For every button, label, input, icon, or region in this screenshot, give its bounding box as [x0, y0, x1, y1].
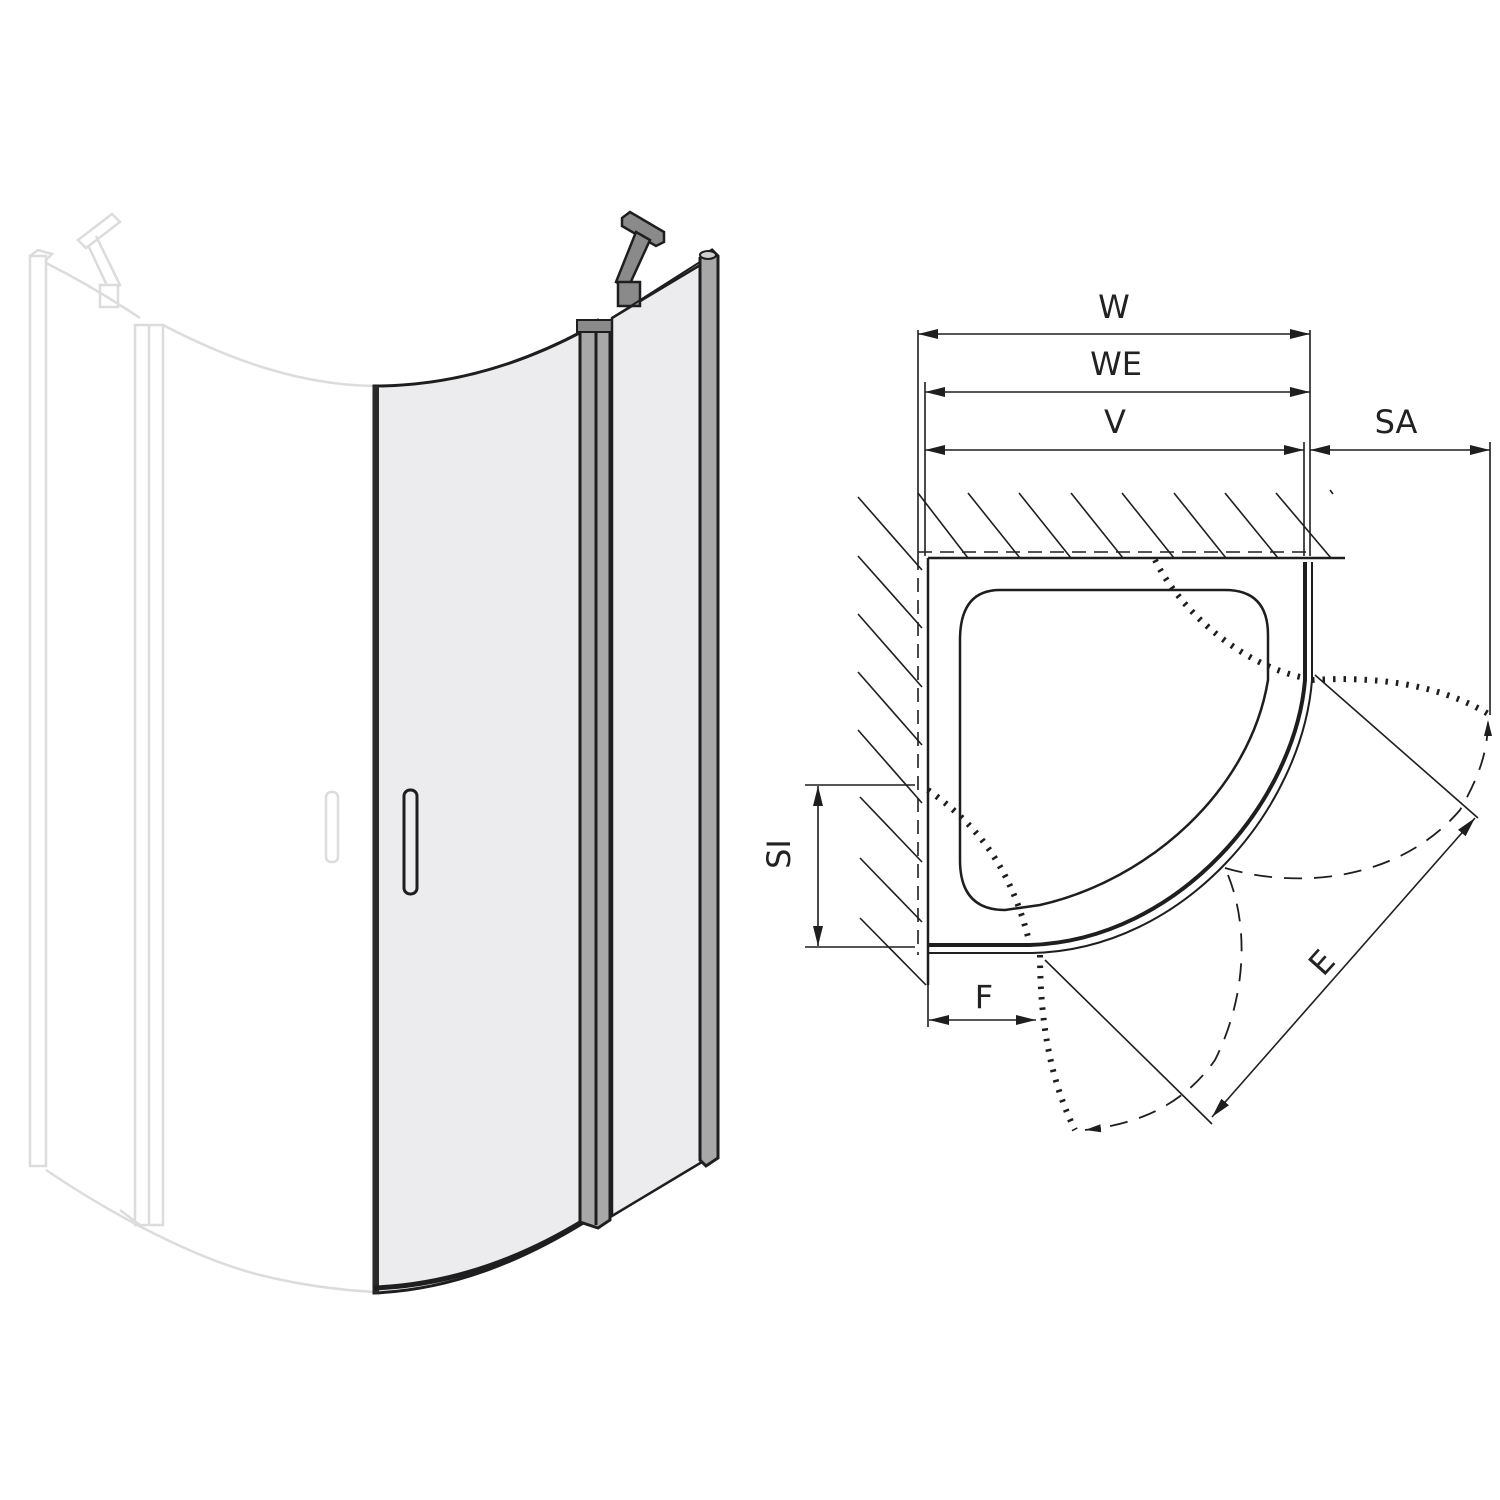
dimension-e: E	[1044, 674, 1479, 1125]
dimension-f: F	[927, 978, 1036, 1027]
isometric-view	[28, 210, 720, 1295]
shower-tray	[928, 562, 1313, 954]
dimension-si: SI	[760, 784, 915, 948]
dimension-sa: SA	[1310, 403, 1490, 455]
wall-hatching-left	[857, 496, 927, 986]
label-sa: SA	[1375, 403, 1418, 441]
label-v: V	[1104, 403, 1126, 441]
middle-profiles	[576, 318, 614, 1230]
label-f: F	[975, 978, 993, 1016]
label-we: WE	[1090, 345, 1142, 383]
door-handle	[402, 788, 419, 896]
door-swing-dashed	[1084, 719, 1492, 1133]
label-w: W	[1098, 288, 1130, 326]
door-swing-dotted	[926, 558, 1492, 1132]
dimension-w: W	[918, 288, 1310, 339]
label-e: E	[1301, 942, 1343, 982]
wall-hatching-top	[917, 489, 1334, 559]
dimension-v: V	[925, 403, 1304, 455]
label-si: SI	[760, 839, 798, 869]
fixed-right-panel	[610, 248, 720, 1219]
fixed-panel-faint	[28, 212, 375, 1294]
plan-view: W WE V SA	[760, 288, 1492, 1133]
wall-bracket	[611, 210, 701, 319]
dimension-we: WE	[925, 345, 1310, 397]
door-panel	[372, 327, 587, 1295]
